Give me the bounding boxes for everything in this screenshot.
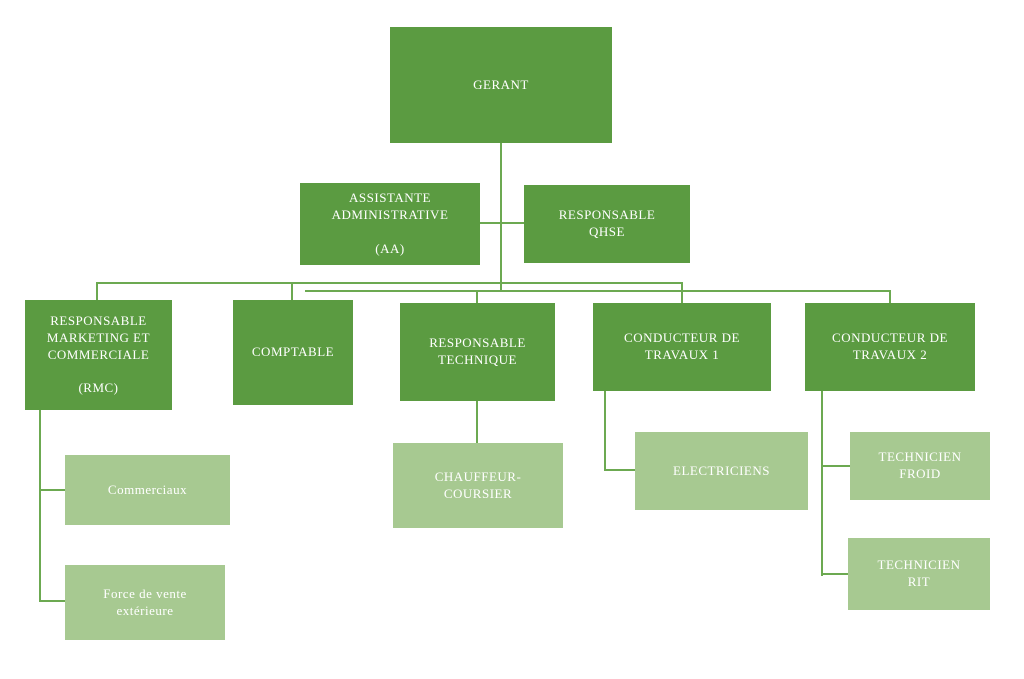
connector-drop-comptable: [291, 282, 293, 300]
connector-drop-rmc: [96, 282, 98, 300]
connector-technique-chauffeur: [476, 401, 478, 443]
node-technicien-froid: TECHNICIEN FROID: [850, 432, 990, 500]
connector-technicien-froid: [821, 465, 852, 467]
connector-level3-horizontal-left: [96, 282, 683, 284]
node-assistante-administrative: ASSISTANTE ADMINISTRATIVE (AA): [300, 183, 480, 265]
connector-level3-horizontal-right: [305, 290, 891, 292]
connector-conducteur1-vertical: [604, 391, 606, 471]
connector-force-vente: [39, 600, 67, 602]
node-responsable-marketing-commerciale: RESPONSABLE MARKETING ET COMMERCIALE (RM…: [25, 300, 172, 410]
connector-drop-technique: [476, 290, 478, 305]
node-technicien-rit: TECHNICIEN RIT: [848, 538, 990, 610]
node-conducteur-travaux-1: CONDUCTEUR DE TRAVAUX 1: [593, 303, 771, 391]
node-chauffeur-coursier: CHAUFFEUR- COURSIER: [393, 443, 563, 528]
node-conducteur-travaux-2: CONDUCTEUR DE TRAVAUX 2: [805, 303, 975, 391]
node-commerciaux: Commerciaux: [65, 455, 230, 525]
node-electriciens: ELECTRICIENS: [635, 432, 808, 510]
connector-drop-conducteur1: [681, 282, 683, 303]
connector-conducteur2-vertical: [821, 391, 823, 576]
connector-aa-qhse: [480, 222, 524, 224]
node-comptable: COMPTABLE: [233, 300, 353, 405]
connector-electriciens: [604, 469, 637, 471]
connector-rmc-children-vertical: [39, 410, 41, 602]
connector-gerant-down: [500, 143, 502, 291]
node-gerant: GERANT: [390, 27, 612, 143]
node-responsable-technique: RESPONSABLE TECHNIQUE: [400, 303, 555, 401]
connector-drop-conducteur2: [889, 290, 891, 303]
node-responsable-qhse: RESPONSABLE QHSE: [524, 185, 690, 263]
node-force-de-vente-exterieure: Force de vente extérieure: [65, 565, 225, 640]
connector-commerciaux: [39, 489, 67, 491]
connector-technicien-rit: [821, 573, 850, 575]
